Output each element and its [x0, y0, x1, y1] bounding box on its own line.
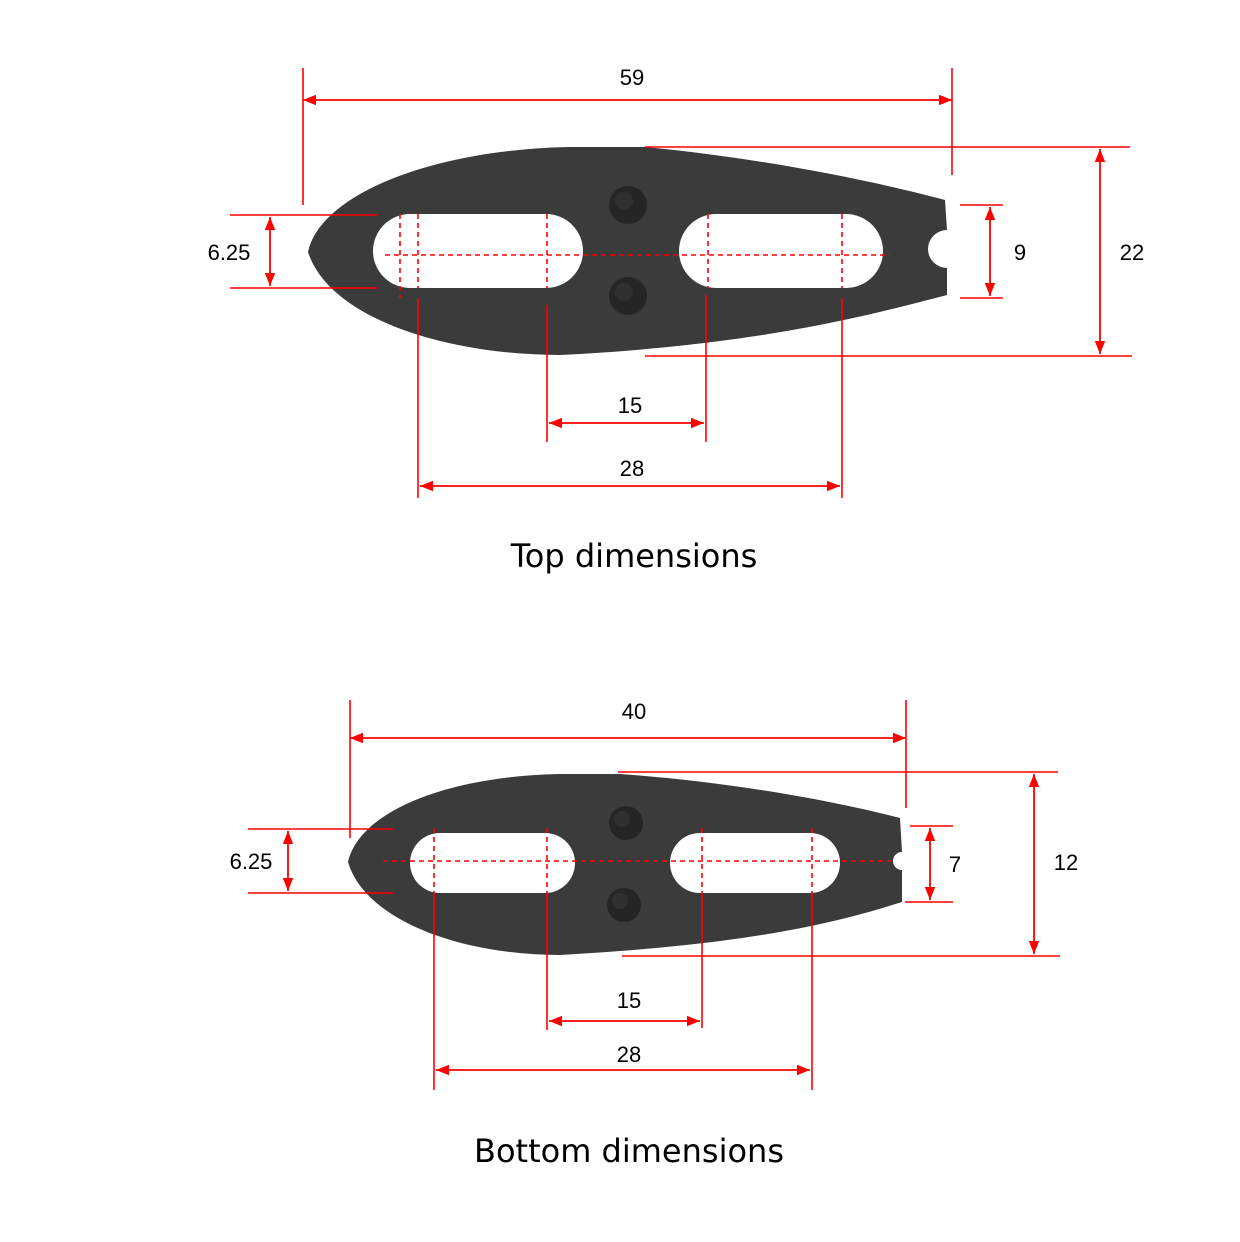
top-width-label: 22: [1120, 240, 1144, 265]
top-extension-lines: [230, 68, 1132, 498]
bottom-view: 40 12 7 6.25 15 28 Bottom dimensions: [230, 699, 1079, 1170]
top-caption: Top dimensions: [510, 537, 758, 575]
bottom-extension-lines: [248, 700, 1060, 1090]
top-bolt-lower: [609, 277, 647, 315]
top-center-lines: [385, 214, 890, 298]
bottom-slot-width-label: 6.25: [230, 849, 273, 874]
top-tip-width-label: 9: [1014, 240, 1026, 265]
top-slot-span-label: 28: [620, 456, 644, 481]
bottom-bracket-plate: [348, 774, 902, 955]
bottom-dimension-lines: [282, 732, 1040, 1076]
bottom-length-label: 40: [622, 699, 646, 724]
bottom-bolt-upper: [609, 806, 643, 840]
bottom-tip-width-label: 7: [949, 852, 961, 877]
top-bracket-plate: [308, 147, 947, 355]
bottom-width-label: 12: [1054, 850, 1078, 875]
top-slot-gap-label: 15: [618, 393, 642, 418]
top-view: 59 22 9 6.25 15 28 Top dimensions: [208, 65, 1145, 575]
bottom-center-lines: [383, 828, 895, 893]
top-slot-width-label: 6.25: [208, 240, 251, 265]
bottom-bolt-lower: [607, 888, 641, 922]
bottom-slot-gap-label: 15: [617, 988, 641, 1013]
bottom-slot-span-label: 28: [617, 1042, 641, 1067]
top-bolt-upper: [609, 186, 647, 224]
top-length-label: 59: [620, 65, 644, 90]
top-dimension-lines: [264, 94, 1106, 492]
bottom-caption: Bottom dimensions: [474, 1132, 784, 1170]
